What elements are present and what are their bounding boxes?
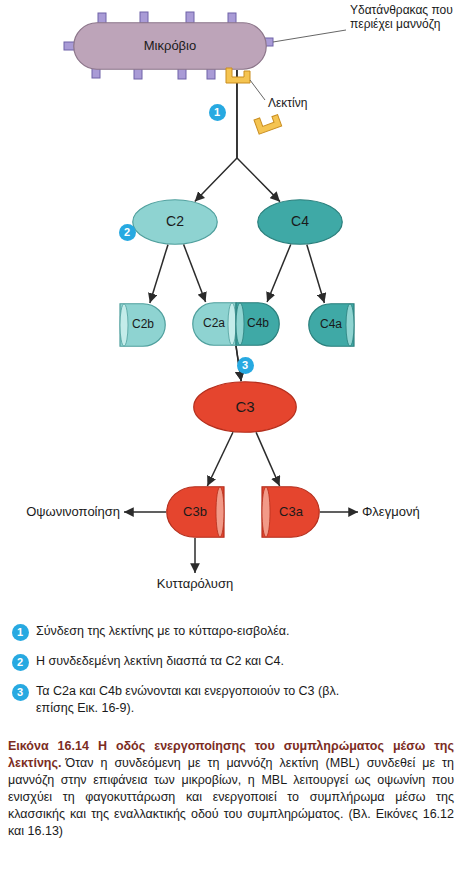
caption-block: Εικόνα 16.14 Η οδός ενεργοποίησης του συ…	[8, 738, 454, 840]
protein-fragment: C3b	[166, 486, 224, 538]
node-shape	[167, 487, 224, 538]
outcome-label: Κυτταρόλυση	[135, 577, 255, 591]
node-shape	[309, 304, 354, 347]
node-label: Μικρόβιο	[144, 39, 196, 53]
legend-entry: Τα C2a και C4b ενώνονται και ενεργοποιού…	[36, 683, 366, 717]
legend-text: Η συνδεδεμένη λεκτίνη διασπά τα C2 και C…	[36, 654, 284, 668]
outcome-label: Φλεγμονή	[362, 505, 457, 519]
node-label: C3b	[183, 505, 207, 519]
carbohydrate-marker	[140, 12, 148, 23]
node-label: C3a	[279, 505, 303, 519]
node-shape	[236, 303, 279, 346]
cut-face	[236, 303, 244, 345]
complement-protein: C2	[132, 199, 218, 245]
callout-number: 1	[209, 104, 226, 121]
cut-face	[120, 304, 128, 346]
annotation-label: Λεκτίνη	[268, 96, 338, 110]
outcome-arrow	[320, 511, 358, 513]
flow-arrow	[267, 244, 291, 302]
outcome-label: Οψωνινοποίηση	[0, 505, 120, 519]
node-shape	[193, 303, 236, 346]
node-label: C4b	[247, 317, 269, 330]
node-label: C2b	[132, 318, 154, 331]
protein-fragment: C4b	[236, 302, 280, 346]
node-shape	[74, 23, 267, 70]
flow-arrow	[150, 245, 168, 303]
node-label: C2	[166, 214, 184, 229]
flow-arrow	[307, 245, 325, 303]
outcome-arrow	[194, 538, 196, 573]
node-label: C4	[291, 214, 309, 229]
legend-text: Σύνδεση της λεκτίνης με το κύτταρο-εισβο…	[36, 624, 290, 638]
cut-face	[216, 487, 224, 537]
node-shape	[133, 200, 218, 245]
legend-entry: Η συνδεδεμένη λεκτίνη διασπά τα C2 και C…	[36, 653, 366, 670]
flow-arrow	[207, 432, 233, 486]
node-label: C2a	[203, 317, 225, 330]
node-label: C4a	[320, 318, 342, 331]
node-shape	[194, 382, 297, 433]
protein-fragment: C2b	[120, 303, 166, 347]
cut-face	[262, 487, 270, 537]
callout-number: 3	[237, 357, 254, 374]
outcome-arrow	[124, 511, 166, 513]
flow-arrow	[195, 70, 237, 202]
protein-fragment: C3a	[262, 486, 320, 538]
carbohydrate-marker	[186, 12, 194, 23]
lectin-symbol	[254, 112, 282, 134]
flow-arrow	[256, 432, 279, 486]
legend-entry: Σύνδεση της λεκτίνης με το κύτταρο-εισβο…	[36, 623, 366, 640]
complement-protein: C3	[193, 381, 297, 433]
callout-number: 2	[12, 654, 29, 671]
callout-number: 1	[12, 624, 29, 641]
cut-face	[228, 303, 236, 345]
node-label: C3	[235, 399, 254, 416]
callout-number: 2	[119, 224, 136, 241]
node-shape	[120, 304, 165, 347]
leader-line	[250, 80, 265, 100]
callout-number: 3	[12, 684, 29, 701]
flow-arrow	[237, 70, 280, 202]
annotation-label: Υδατάνθρακας που περιέχει μαννόζη	[350, 3, 458, 31]
cut-face	[346, 304, 354, 346]
flow-arrow	[184, 245, 206, 302]
node-shape	[262, 487, 319, 538]
protein-fragment: C4a	[308, 303, 354, 347]
node-shape	[258, 200, 343, 245]
legend-text: Τα C2a και C4b ενώνονται και ενεργοποιού…	[36, 684, 339, 715]
leader-line	[273, 30, 346, 42]
microbe-cell: Μικρόβιο	[73, 22, 267, 70]
protein-fragment: C2a	[192, 302, 236, 346]
complement-protein: C4	[257, 199, 343, 245]
caption-body: Όταν η συνδεόμενη με τη μαννόζη λεκτίνη …	[8, 756, 454, 838]
lectin-symbol	[226, 68, 250, 83]
